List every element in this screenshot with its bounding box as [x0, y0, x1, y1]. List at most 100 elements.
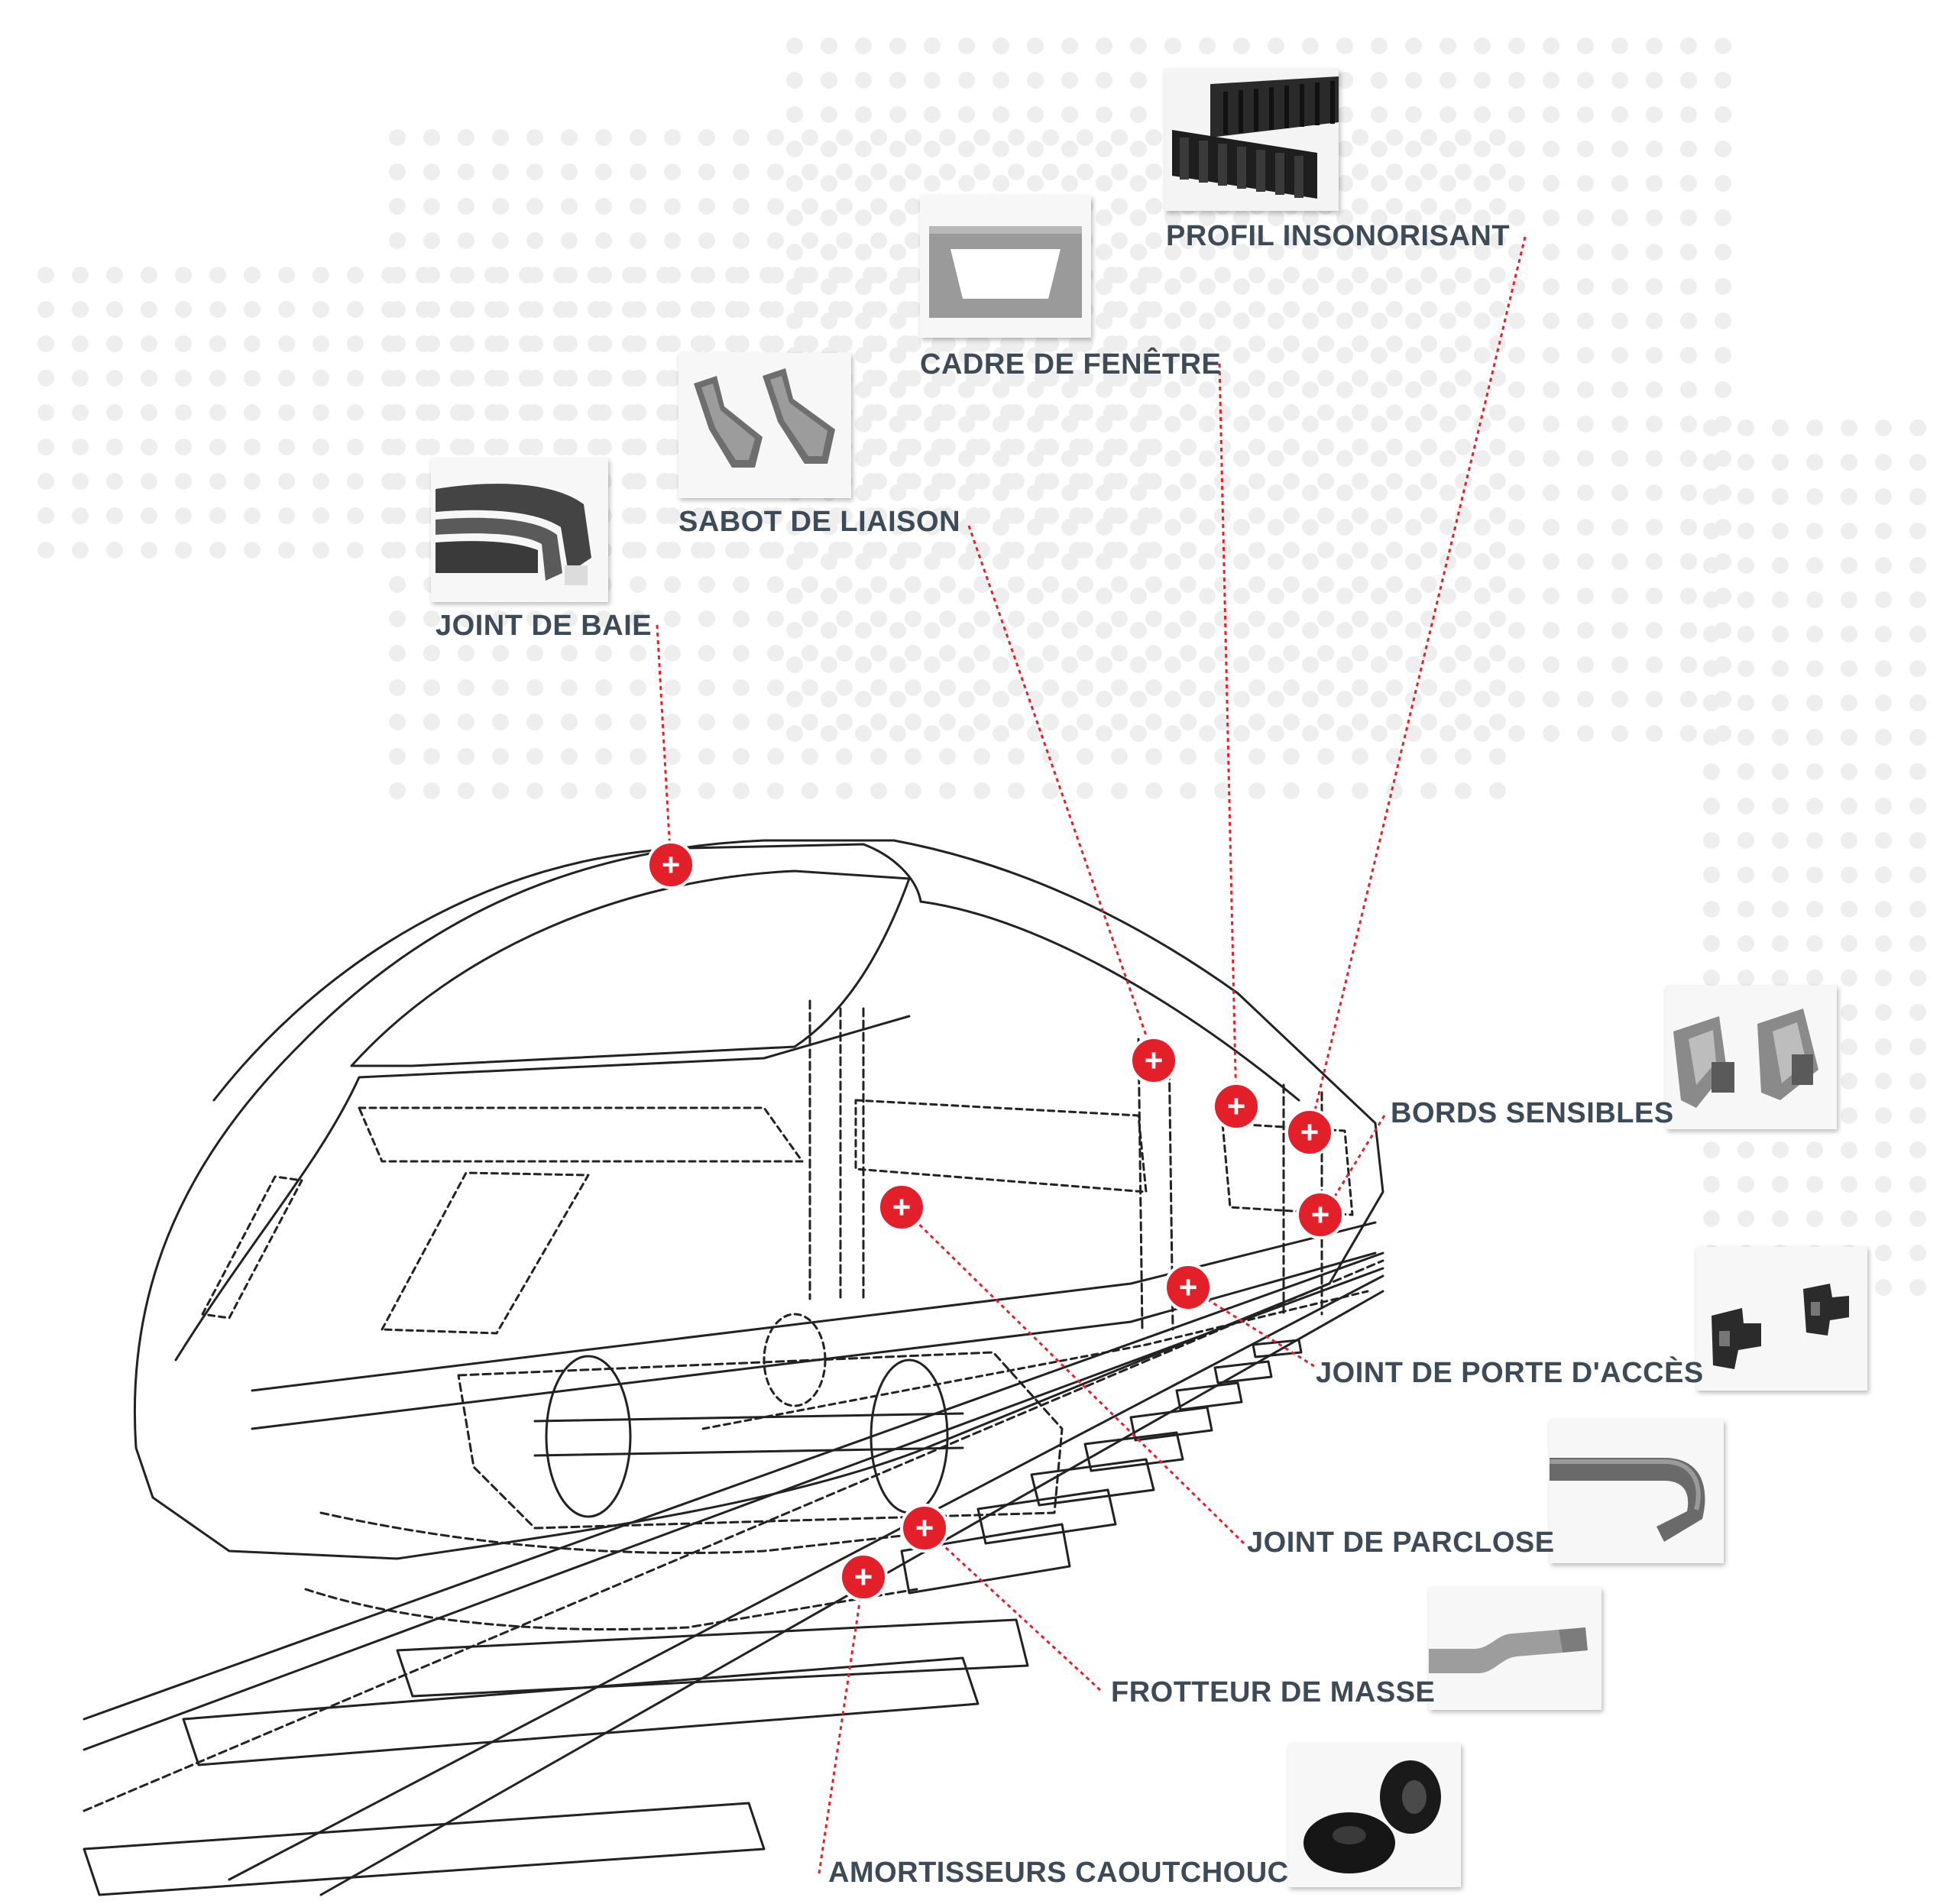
background-dot — [526, 782, 543, 799]
background-dot — [1806, 695, 1823, 711]
background-dot — [1646, 519, 1663, 536]
background-dot — [1145, 610, 1162, 627]
background-dot — [1577, 656, 1594, 673]
background-dot — [1268, 37, 1284, 54]
background-dot — [821, 175, 837, 192]
background-dot — [1096, 656, 1112, 673]
thumbnail-amortisseurs-caoutchouc[interactable] — [1288, 1744, 1461, 1887]
background-dot — [870, 198, 887, 215]
label-frotteur-de-masse[interactable]: FROTTEUR DE MASSE — [1111, 1676, 1436, 1708]
label-profil-insonorisant[interactable]: PROFIL INSONORISANT — [1166, 220, 1511, 252]
background-dot — [836, 679, 853, 696]
background-dot — [1806, 591, 1823, 608]
background-dot — [1180, 748, 1197, 765]
background-dot — [37, 439, 54, 455]
background-dot — [1214, 267, 1231, 283]
background-dot — [1489, 370, 1506, 387]
marker-circle[interactable] — [1212, 1082, 1261, 1131]
marker-bords-sensibles[interactable]: + — [1296, 1190, 1345, 1239]
background-dot — [1508, 588, 1525, 604]
background-dot — [836, 232, 853, 249]
thumbnail-frotteur-de-masse[interactable] — [1429, 1588, 1601, 1710]
marker-circle[interactable] — [646, 840, 695, 889]
thumbnail-cadre-de-fenetre[interactable] — [920, 196, 1091, 338]
background-dot — [1302, 244, 1319, 261]
background-dot — [924, 691, 941, 708]
label-amortisseurs-caoutchouc[interactable]: AMORTISSEURS CAOUTCHOUC — [828, 1857, 1289, 1889]
marker-sabot-de-liaison[interactable]: + — [1129, 1036, 1178, 1085]
background-dot — [836, 576, 853, 593]
marker-circle[interactable] — [1296, 1190, 1345, 1239]
background-dot — [1611, 416, 1628, 432]
background-dot — [1405, 106, 1422, 123]
label-joint-de-porte-dacces[interactable]: JOINT DE PORTE D'ACCÈS — [1316, 1357, 1704, 1389]
label-joint-de-baie[interactable]: JOINT DE BAIE — [436, 610, 653, 642]
marker-circle[interactable] — [877, 1183, 926, 1232]
thumbnail-sabot-de-liaison[interactable] — [678, 353, 851, 498]
background-dot — [278, 542, 295, 559]
background-dot — [993, 691, 1009, 708]
marker-joint-de-parclose[interactable]: + — [877, 1183, 926, 1232]
background-dot — [1302, 278, 1319, 295]
background-dot — [347, 473, 364, 490]
background-dot — [1302, 312, 1319, 329]
marker-joint-de-porte-dacces[interactable]: + — [1164, 1263, 1213, 1312]
marker-circle[interactable] — [1285, 1108, 1334, 1157]
background-dot — [141, 404, 157, 421]
background-dot — [347, 404, 364, 421]
background-dot — [905, 576, 921, 593]
background-dot — [1420, 507, 1437, 524]
background-dot — [1646, 381, 1663, 398]
background-dot — [1508, 416, 1525, 432]
marker-joint-de-baie[interactable]: + — [646, 840, 695, 889]
background-dot — [1145, 714, 1162, 730]
thumbnail-joint-de-parclose[interactable] — [1550, 1420, 1724, 1563]
background-dot — [1875, 1210, 1892, 1227]
background-dot — [1737, 523, 1754, 539]
background-dot — [278, 335, 295, 352]
label-cadre-de-fenetre[interactable]: CADRE DE FENÊTRE — [920, 348, 1222, 380]
thumbnail-profil-insonorisant[interactable] — [1164, 69, 1339, 211]
thumbnail-joint-de-baie[interactable] — [431, 458, 608, 602]
background-dot — [1703, 729, 1720, 746]
label-joint-de-parclose[interactable]: JOINT DE PARCLOSE — [1247, 1527, 1555, 1559]
thumbnail-joint-de-porte-dacces[interactable] — [1696, 1247, 1867, 1391]
marker-circle[interactable] — [1129, 1036, 1178, 1085]
background-dot — [1233, 484, 1250, 501]
background-dot — [1386, 301, 1403, 318]
background-dot — [1680, 691, 1697, 708]
background-dot — [1008, 473, 1025, 490]
background-dot — [1145, 748, 1162, 765]
background-dot — [1737, 763, 1754, 780]
background-dot — [1909, 1107, 1926, 1124]
background-dot — [1489, 782, 1506, 799]
background-dot — [1909, 591, 1926, 608]
label-bords-sensibles[interactable]: BORDS SENSIBLES — [1391, 1097, 1674, 1129]
marker-amortisseurs-caoutchouc[interactable]: + — [839, 1553, 888, 1601]
marker-profil-insonorisant[interactable]: + — [1285, 1108, 1334, 1157]
background-dot — [1248, 301, 1265, 318]
marker-circle[interactable] — [839, 1553, 888, 1601]
thumbnail-bords-sensibles[interactable] — [1666, 986, 1837, 1129]
background-dot — [664, 164, 681, 180]
label-sabot-de-liaison[interactable]: SABOT DE LIAISON — [678, 506, 961, 538]
background-dot — [1111, 198, 1128, 215]
background-dot — [1455, 748, 1472, 765]
background-dot — [1715, 209, 1731, 226]
background-dot — [1164, 725, 1181, 742]
background-dot — [1371, 37, 1388, 54]
background-dot — [1508, 519, 1525, 536]
marker-circle[interactable] — [1164, 1263, 1213, 1312]
background-dot — [1042, 645, 1059, 662]
background-dot — [1703, 970, 1720, 986]
marker-circle[interactable] — [900, 1504, 949, 1553]
background-dot — [1909, 970, 1926, 986]
background-dot — [870, 507, 887, 524]
background-dot — [1096, 725, 1112, 742]
background-dot — [630, 335, 646, 352]
leader-line-sabot-de-liaison — [967, 525, 1155, 1058]
background-dot — [1096, 691, 1112, 708]
background-dot — [973, 576, 990, 593]
marker-cadre-de-fenetre[interactable]: + — [1212, 1082, 1261, 1131]
marker-frotteur-de-masse[interactable]: + — [900, 1504, 949, 1553]
